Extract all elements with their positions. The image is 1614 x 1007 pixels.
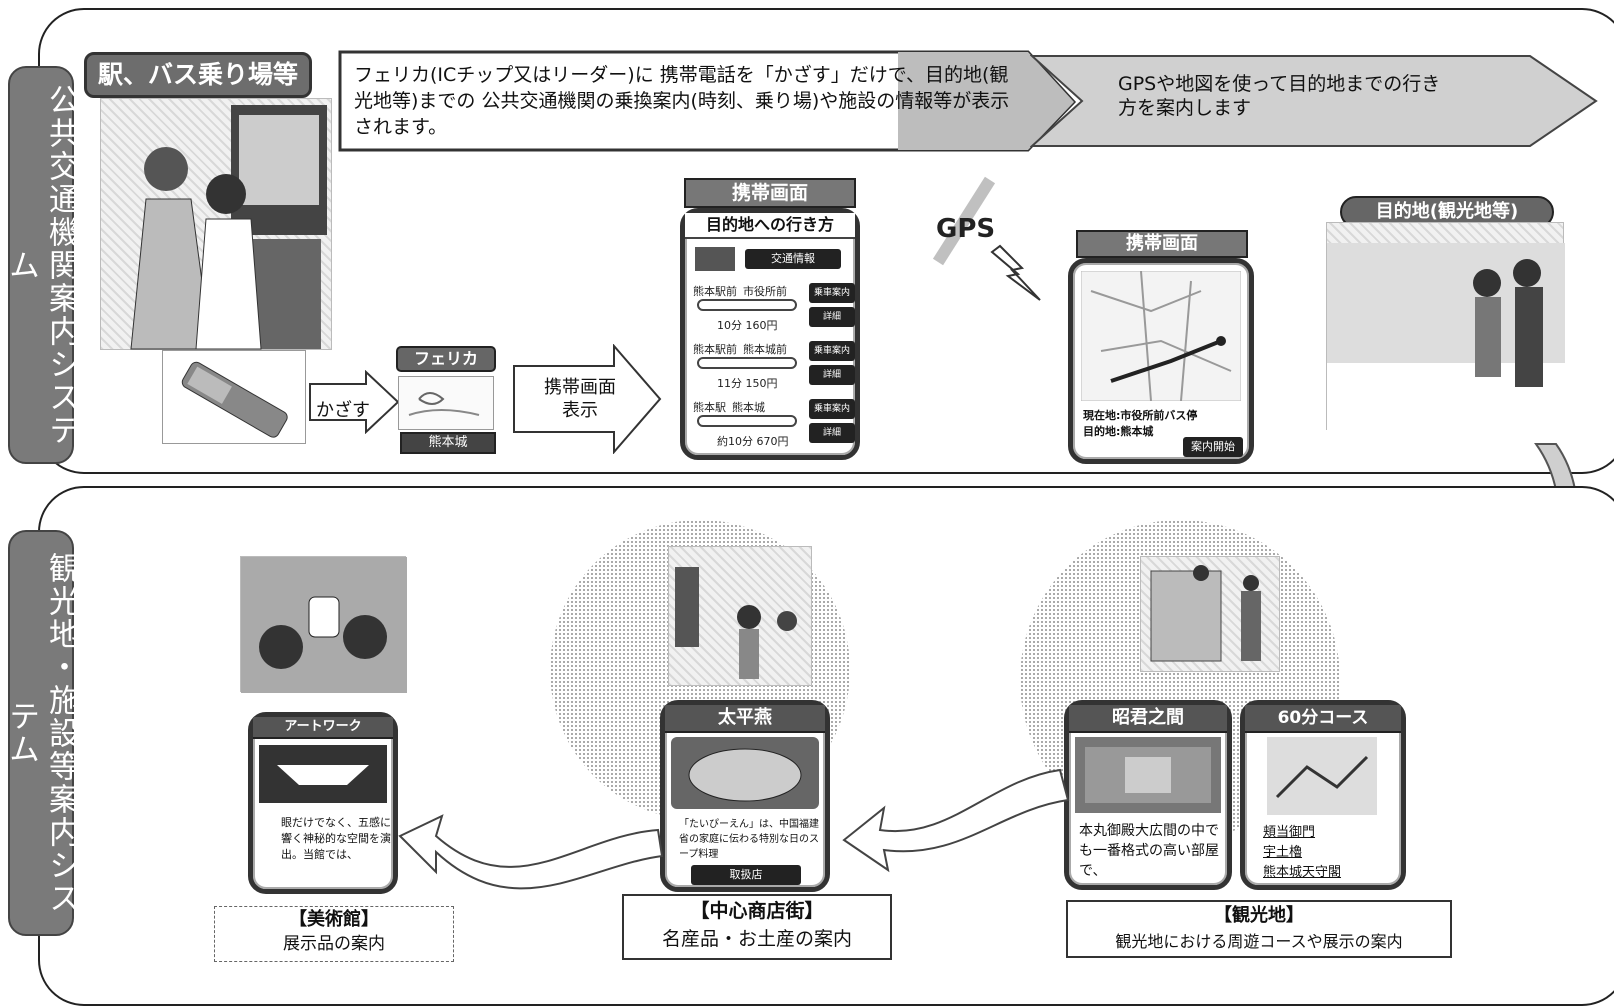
soup-bowl-icon bbox=[688, 748, 802, 802]
detail-button[interactable]: 詳細 bbox=[809, 423, 855, 443]
tourist-caption-title: 【観光地】 bbox=[1214, 905, 1304, 926]
tourist-phone-1-title: 昭君之間 bbox=[1069, 705, 1227, 733]
shopping-street-photo bbox=[668, 546, 812, 686]
shopping-phone: 太平燕 「たいぴーえん」は、中国福建省の家庭に伝わる特別な日のスープ料理 取扱店 bbox=[660, 700, 830, 892]
tourists-at-castle-illustration bbox=[1327, 243, 1565, 431]
tourist-phone-2-title: 60分コース bbox=[1245, 705, 1401, 733]
felica-sub-label: 熊本城 bbox=[400, 432, 496, 454]
tourist-phone-2: 60分コース 頬当御門宇土櫓熊本城天守閣 bbox=[1240, 700, 1406, 890]
route-line bbox=[697, 357, 797, 369]
museum-visitors-illustration bbox=[241, 557, 407, 693]
bus-icon bbox=[695, 247, 735, 271]
destination-photo bbox=[1326, 222, 1565, 431]
tourist-site-photo bbox=[1140, 556, 1280, 672]
course-link[interactable]: 頬当御門 bbox=[1263, 825, 1316, 840]
station-badge: 駅、バス乗り場等 bbox=[84, 52, 312, 98]
banner-text-2: GPSや地図を使って目的地までの行き方を案内します bbox=[1118, 73, 1441, 119]
museum-caption: 【美術館】 展示品の案内 bbox=[214, 906, 454, 962]
show-arrow bbox=[513, 344, 662, 454]
route-stops: 熊本駅熊本城 bbox=[693, 399, 803, 415]
mobile-phone-photo bbox=[162, 350, 306, 444]
phone-screen-map: 現在地:市役所前バス停 目的地:熊本城 案内開始 bbox=[1068, 258, 1254, 464]
shopping-phone-text: 「たいぴーえん」は、中国福建省の家庭に伝わる特別な日のスープ料理 bbox=[679, 819, 819, 860]
artwork-image bbox=[259, 745, 387, 803]
curved-arrow-tourist-to-shopping bbox=[842, 768, 1070, 873]
felica-wave-icon bbox=[408, 392, 480, 416]
banner-arrow-2 bbox=[1030, 55, 1598, 147]
course-map-image bbox=[1267, 737, 1377, 815]
museum-caption-text: 展示品の案内 bbox=[283, 934, 385, 954]
people-at-ticket-machine-illustration bbox=[130, 105, 327, 350]
phone-header-1: 携帯画面 bbox=[684, 178, 856, 208]
felica-reader bbox=[398, 376, 494, 430]
boarding-info-button[interactable]: 乗車案内 bbox=[809, 341, 855, 361]
curved-arrow-shopping-to-museum bbox=[398, 814, 664, 890]
kazasu-arrow bbox=[309, 370, 400, 434]
museum-phone-title: アートワーク bbox=[253, 717, 393, 739]
route-item[interactable]: 熊本駅熊本城約10分 670円 乗車案内詳細 bbox=[693, 399, 855, 453]
show-label: 携帯画面表示 bbox=[544, 377, 616, 421]
shokun-room-image bbox=[1075, 737, 1221, 813]
detail-button[interactable]: 詳細 bbox=[809, 307, 855, 327]
route-time-fare: 10分 160円 bbox=[717, 319, 778, 332]
route-time-fare: 11分 150円 bbox=[717, 377, 778, 390]
course-link[interactable]: 熊本城天守閣 bbox=[1263, 865, 1342, 880]
station-photo bbox=[100, 98, 332, 350]
map-board-visitors-illustration bbox=[1150, 565, 1261, 662]
route-line bbox=[697, 299, 797, 311]
tourist-caption-text: 観光地における周遊コースや展示の案内 bbox=[1115, 932, 1403, 951]
map-image bbox=[1081, 271, 1241, 401]
route-from: 熊本駅前 bbox=[693, 343, 737, 356]
route-item[interactable]: 熊本駅前市役所前 10分 160円 乗車案内詳細 bbox=[693, 283, 855, 337]
museum-phone-text: 眼だけでなく、五感に響く神秘的な空間を演出。当館では、 bbox=[281, 816, 391, 861]
destination-text: 目的地:熊本城 bbox=[1083, 425, 1154, 438]
route-to: 熊本城 bbox=[732, 401, 765, 414]
banner-arrow-1 bbox=[338, 50, 1077, 152]
route-time-fare: 約10分 670円 bbox=[717, 435, 789, 448]
boarding-info-button[interactable]: 乗車案内 bbox=[809, 399, 855, 419]
shopping-phone-title: 太平燕 bbox=[665, 705, 825, 733]
taipien-dish-image bbox=[671, 737, 819, 809]
route-to: 市役所前 bbox=[743, 285, 787, 298]
gps-signal-graphic bbox=[932, 176, 1041, 301]
shopping-caption-text: 名産品・お土産の案内 bbox=[661, 928, 852, 950]
museum-phone: アートワーク 眼だけでなく、五感に響く神秘的な空間を演出。当館では、 bbox=[248, 712, 398, 894]
route-stops: 熊本駅前市役所前 bbox=[693, 283, 803, 299]
current-location: 現在地:市役所前バス停 bbox=[1083, 409, 1198, 422]
tourist-caption: 【観光地】 観光地における周遊コースや展示の案内 bbox=[1066, 900, 1452, 958]
boarding-info-button[interactable]: 乗車案内 bbox=[809, 283, 855, 303]
kazasu-label: かざす bbox=[316, 400, 370, 421]
route-line bbox=[697, 415, 797, 427]
course-route-icon bbox=[1275, 755, 1369, 799]
public-transport-vertical-label: 公共交通機関案内システム bbox=[3, 66, 79, 464]
felica-badge: フェリカ bbox=[396, 346, 496, 372]
shopping-street-illustration bbox=[675, 567, 797, 679]
banner-text-1: フェリカ(ICチップ又はリーダー)に 携帯電話を「かざす」だけで、目的地(観光地… bbox=[354, 64, 1010, 138]
traffic-info-button[interactable]: 交通情報 bbox=[745, 249, 841, 269]
route-to: 熊本城前 bbox=[743, 343, 787, 356]
route-item[interactable]: 熊本駅前熊本城前 11分 150円 乗車案内詳細 bbox=[693, 341, 855, 395]
mobile-phone-icon bbox=[181, 361, 288, 438]
route-stops: 熊本駅前熊本城前 bbox=[693, 341, 803, 357]
phone-route-title: 目的地への行き方 bbox=[685, 213, 855, 239]
artwork-shape bbox=[277, 765, 369, 785]
gps-label: GPS bbox=[936, 214, 996, 244]
course-link[interactable]: 宇土櫓 bbox=[1263, 845, 1303, 860]
course-link-list: 頬当御門宇土櫓熊本城天守閣 bbox=[1263, 823, 1403, 883]
tourist-phone-1: 昭君之間 本丸御殿大広間の中でも一番格式の高い部屋で、 bbox=[1064, 700, 1232, 890]
museum-caption-title: 【美術館】 bbox=[289, 909, 379, 930]
shop-list-button[interactable]: 取扱店 bbox=[691, 865, 801, 885]
detail-button[interactable]: 詳細 bbox=[809, 365, 855, 385]
start-guide-button[interactable]: 案内開始 bbox=[1183, 437, 1243, 457]
tourist-phone-1-text: 本丸御殿大広間の中でも一番格式の高い部屋で、 bbox=[1079, 823, 1219, 879]
shopping-caption-title: 【中心商店街】 bbox=[690, 900, 824, 922]
route-from: 熊本駅 bbox=[693, 401, 726, 414]
shopping-caption: 【中心商店街】 名産品・お土産の案内 bbox=[622, 894, 892, 960]
phone-header-2: 携帯画面 bbox=[1076, 230, 1248, 258]
room-interior-icon bbox=[1085, 747, 1211, 803]
tourist-facility-vertical-label: 観光地・施設等案内システム bbox=[3, 530, 79, 936]
route-from: 熊本駅前 bbox=[693, 285, 737, 298]
museum-photo bbox=[240, 556, 407, 693]
